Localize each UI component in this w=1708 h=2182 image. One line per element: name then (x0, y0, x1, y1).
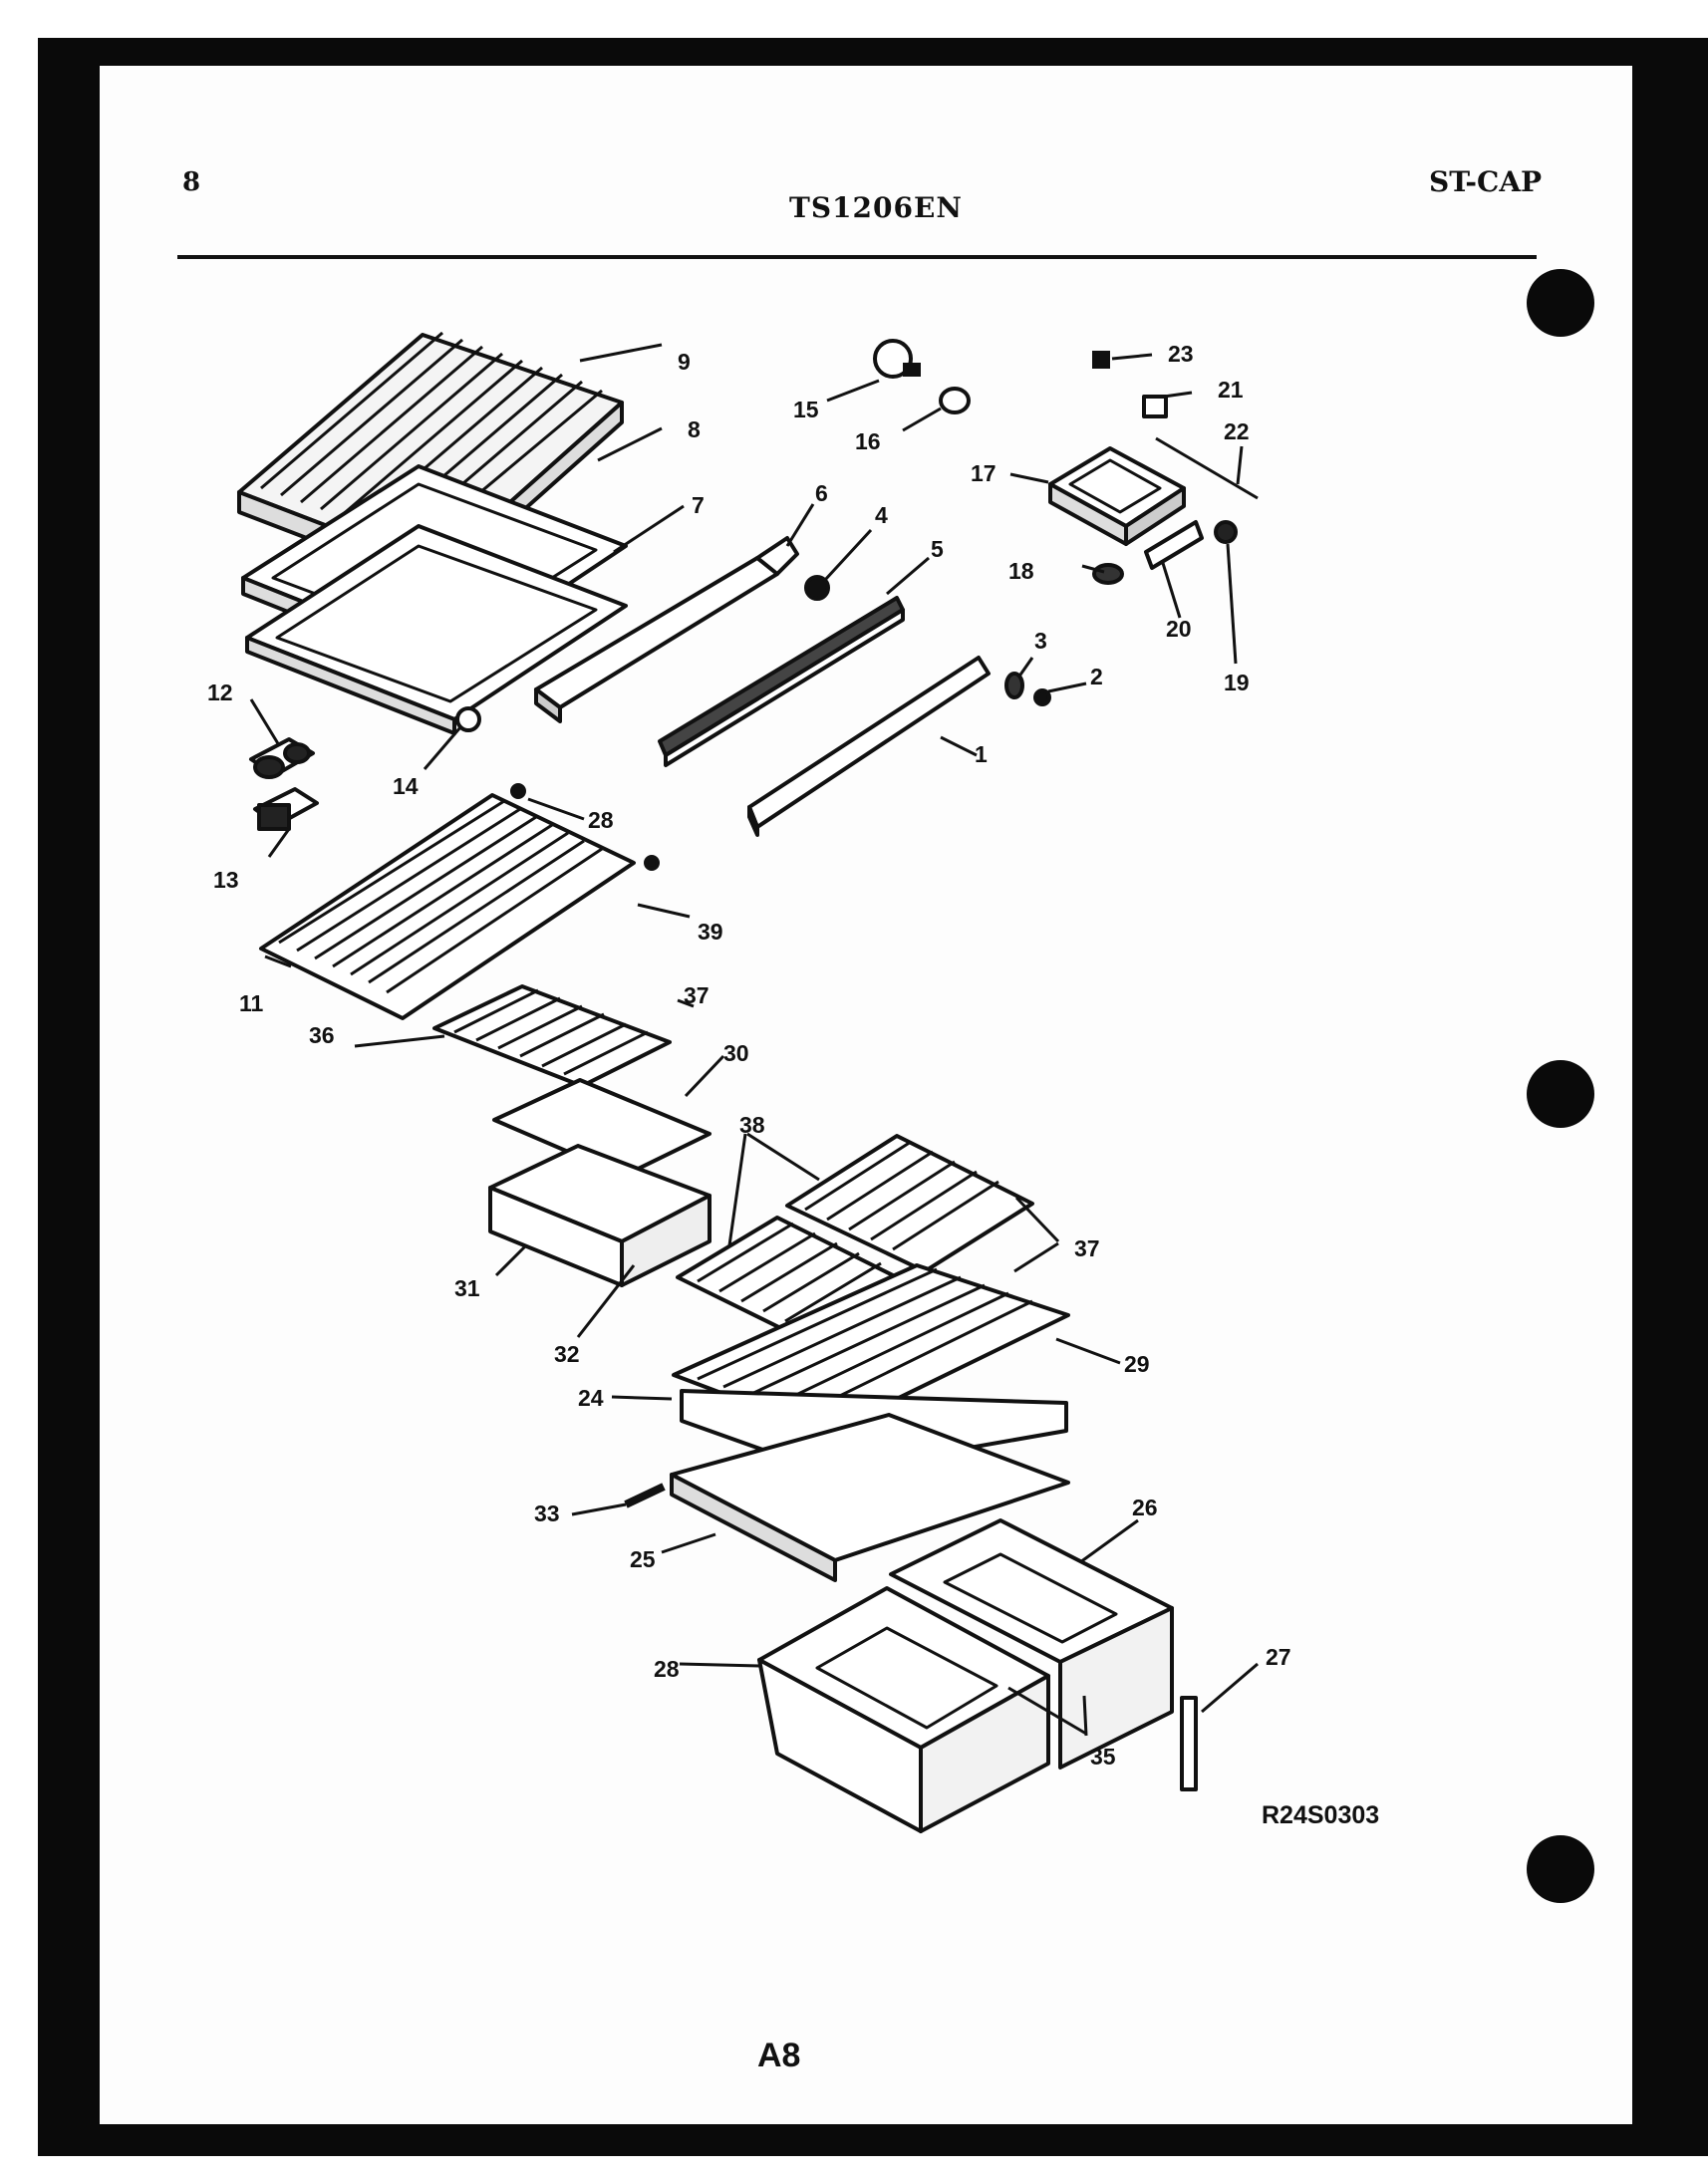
part-19-screw (1214, 520, 1238, 544)
callout-8: 8 (688, 416, 701, 442)
part-23-clip (1092, 351, 1110, 369)
callout-24: 24 (578, 1385, 604, 1411)
part-15-light-bulb (873, 339, 913, 379)
callout-9: 9 (678, 349, 691, 375)
callout-5: 5 (931, 536, 944, 562)
callout-11: 11 (239, 990, 264, 1016)
callout-27: 27 (1266, 1644, 1291, 1670)
part-1-rail (747, 656, 991, 837)
page-number: 8 (182, 167, 201, 197)
callout-2: 2 (1090, 664, 1103, 689)
callout-33: 33 (534, 1500, 560, 1526)
callout-36: 36 (309, 1022, 335, 1048)
part-5-rail (658, 596, 905, 767)
callout-28-upper: 28 (588, 807, 614, 833)
part-31-meat-pan (488, 1144, 712, 1287)
callout-30: 30 (723, 1040, 749, 1066)
binder-hole-bottom (1527, 1835, 1594, 1903)
part-33-spring (624, 1483, 666, 1508)
part-4-plug (804, 575, 830, 601)
part-12-hinge-block (249, 737, 315, 779)
callout-37-upper: 37 (684, 982, 710, 1008)
callout-16: 16 (855, 428, 881, 454)
part-18-knob (1092, 563, 1124, 585)
callout-26: 26 (1132, 1495, 1158, 1520)
callout-13: 13 (213, 867, 239, 893)
callout-3: 3 (1034, 628, 1047, 654)
callout-37-lower: 37 (1074, 1235, 1100, 1261)
leader-lines (249, 343, 1259, 1737)
part-27-divider (1180, 1696, 1198, 1791)
part-15-bulb-base (903, 363, 921, 377)
part-37-shelf-small (432, 984, 672, 1088)
callout-7: 7 (692, 492, 705, 518)
part-2-screw (1033, 688, 1051, 706)
header-rule (177, 255, 1537, 259)
callout-39: 39 (698, 919, 723, 945)
binder-hole-top (1527, 269, 1594, 337)
callout-18: 18 (1008, 558, 1034, 584)
part-11-wire-shelf (259, 783, 660, 1020)
callout-15: 15 (793, 397, 819, 422)
part-3-spacer (1004, 672, 1024, 699)
callout-31: 31 (454, 1275, 480, 1301)
callout-25: 25 (630, 1546, 656, 1572)
binder-hole-middle (1527, 1060, 1594, 1128)
callout-6: 6 (815, 480, 828, 506)
part-22-wire (1155, 436, 1259, 500)
part-7-shelf-frame (245, 524, 628, 735)
callout-19: 19 (1224, 670, 1250, 695)
diagram-code: R24S0303 (1262, 1801, 1380, 1829)
callout-23: 23 (1168, 341, 1194, 367)
callout-17: 17 (971, 460, 996, 486)
callout-32: 32 (554, 1341, 580, 1367)
callout-4: 4 (875, 502, 888, 528)
callout-1: 1 (975, 741, 988, 767)
part-13-hinge-block (253, 787, 319, 831)
part-16-socket (939, 387, 971, 414)
callout-14: 14 (393, 773, 419, 799)
part-37-shelf-right (785, 1134, 1034, 1273)
callout-12: 12 (207, 680, 233, 705)
callout-29: 29 (1124, 1351, 1150, 1377)
part-28-crisper-drawer (757, 1586, 1050, 1833)
callout-28-lower: 28 (654, 1656, 680, 1682)
part-26-crisper-drawer (889, 1518, 1174, 1770)
model-number: TS1206EN (789, 191, 963, 224)
part-21-switch (1142, 395, 1168, 418)
page-code: A8 (757, 2037, 801, 2074)
callout-35: 35 (1090, 1744, 1116, 1770)
part-6-bracket (534, 536, 799, 723)
part-14-knob (455, 706, 481, 732)
callout-38: 38 (739, 1112, 765, 1138)
callout-20: 20 (1166, 616, 1192, 642)
part-25-crisper-glass (670, 1413, 1070, 1582)
section-code: ST-CAP (1429, 165, 1543, 198)
callout-22: 22 (1224, 418, 1250, 444)
part-17-control-housing (1048, 446, 1186, 546)
callout-21: 21 (1218, 377, 1244, 403)
part-20-bracket (1144, 520, 1204, 570)
